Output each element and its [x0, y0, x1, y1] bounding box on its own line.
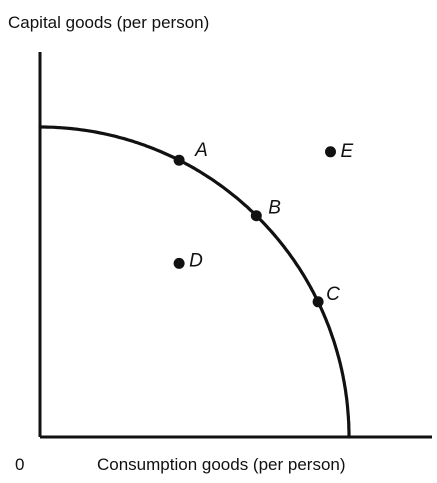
y-axis-title: Capital goods (per person) — [8, 13, 209, 32]
ppf-curve — [38, 125, 351, 439]
point-label-d: D — [189, 250, 203, 271]
point-b — [250, 210, 262, 222]
point-label-b: B — [268, 198, 281, 219]
point-label-a: A — [194, 140, 208, 161]
point-c — [312, 296, 324, 308]
point-e — [325, 146, 336, 158]
points-layer: A B C D E — [173, 140, 354, 308]
origin-label: 0 — [15, 455, 24, 474]
x-axis-title: Consumption goods (per person) — [97, 455, 346, 474]
point-label-e: E — [341, 141, 354, 162]
point-d — [173, 257, 185, 269]
point-a — [173, 154, 185, 166]
point-label-c: C — [326, 284, 340, 305]
